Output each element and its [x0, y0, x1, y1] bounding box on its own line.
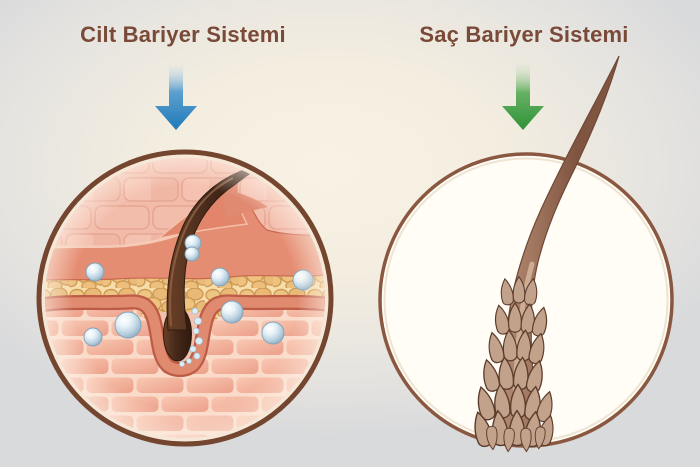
skin-circle-border — [36, 149, 334, 447]
hair-barrier-illustration — [378, 55, 674, 453]
down-arrow-green-icon — [502, 62, 544, 130]
hair-panel-title: Saç Bariyer Sistemi — [419, 22, 629, 47]
down-arrow-blue-icon — [155, 64, 197, 130]
skin-circle-inner-rim — [41, 154, 329, 442]
skin-barrier-illustration — [36, 149, 334, 447]
hair-strand — [469, 55, 620, 453]
skin-panel-title: Cilt Bariyer Sistemi — [80, 22, 286, 47]
